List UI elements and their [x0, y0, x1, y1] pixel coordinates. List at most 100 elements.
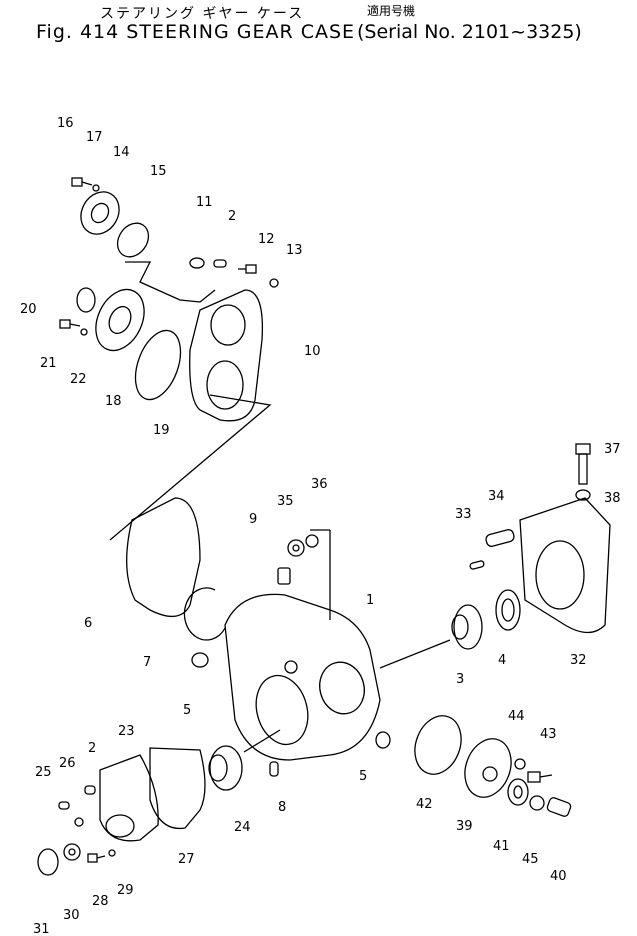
part-callout-35: 35: [277, 494, 294, 509]
gasket-15: [116, 222, 150, 258]
nut-38: [575, 489, 591, 501]
cover-39: [464, 738, 512, 798]
part-callout-15: 15: [150, 164, 167, 179]
part-callout-32: 32: [570, 653, 587, 668]
bolt-21: [59, 319, 81, 329]
part-callout-31: 31: [33, 922, 50, 936]
part-callout-25: 25: [35, 765, 52, 780]
part-callout-37: 37: [604, 442, 621, 457]
washer-36: [305, 534, 319, 548]
part-callout-9: 9: [249, 512, 257, 527]
part-callout-1: 1: [366, 593, 374, 608]
part-callout-10: 10: [304, 344, 321, 359]
bolt-16: [71, 177, 93, 187]
figure-title-japanese: ステアリング ギヤー ケース: [100, 6, 305, 22]
part-callout-34: 34: [488, 489, 505, 504]
part-callout-41: 41: [493, 839, 510, 854]
gasket-6: [126, 497, 201, 617]
snap-ring-7: [183, 587, 226, 641]
part-callout-43: 43: [540, 727, 557, 742]
gear-case-1: [224, 529, 381, 761]
part-callout-36: 36: [311, 477, 328, 492]
pin-25: [58, 801, 70, 810]
nut-35: [287, 539, 305, 557]
washer-17: [92, 184, 100, 192]
bearing-41: [507, 778, 529, 806]
part-callout-44: 44: [508, 709, 525, 724]
pin-2-lower: [84, 785, 96, 795]
cover-plate-10: [189, 289, 264, 422]
housing-32: [519, 497, 611, 634]
part-callout-30: 30: [63, 908, 80, 923]
part-callout-13: 13: [286, 243, 303, 258]
washer-29: [108, 849, 116, 857]
part-callout-4: 4: [498, 653, 506, 668]
part-callout-29: 29: [117, 883, 134, 898]
part-callout-20: 20: [20, 302, 37, 317]
part-callout-28: 28: [92, 894, 109, 909]
part-callout-27: 27: [178, 852, 195, 867]
washer-26: [74, 817, 84, 827]
dowel-34: [485, 529, 515, 547]
bearing-4: [495, 589, 521, 631]
part-callout-3: 3: [456, 672, 464, 687]
plug-5-left: [191, 652, 209, 668]
part-callout-7: 7: [143, 655, 151, 670]
bolt-43: [527, 771, 553, 783]
part-callout-40: 40: [550, 869, 567, 884]
pump-cover-23: [99, 754, 159, 842]
part-callout-21: 21: [40, 356, 57, 371]
part-callout-38: 38: [604, 491, 621, 506]
gasket-19: [134, 329, 182, 401]
part-callout-17: 17: [86, 130, 103, 145]
figure-title: Fig. 414 STEERING GEAR CASE: [36, 21, 356, 43]
part-callout-2: 2: [228, 209, 236, 224]
plug-5-right: [375, 731, 391, 749]
serial-label-japanese: 適用号機: [367, 4, 416, 18]
part-callout-24: 24: [234, 820, 251, 835]
plug-11: [189, 257, 205, 269]
part-callout-26: 26: [59, 756, 76, 771]
cover-plate-leader: [109, 394, 272, 541]
plate-27: [149, 747, 206, 830]
cover-18: [95, 288, 145, 352]
bearing-cap-14: [80, 191, 120, 235]
part-callout-22: 22: [70, 372, 87, 387]
cap-31: [37, 848, 59, 876]
bearing-3: [451, 604, 483, 650]
bolt-12: [238, 264, 257, 274]
bolt-28: [87, 853, 106, 863]
part-callout-5: 5: [359, 769, 367, 784]
pin-8: [269, 761, 279, 777]
seal-20: [76, 287, 96, 313]
gear-30: [63, 843, 81, 861]
part-callout-12: 12: [258, 232, 275, 247]
pin-33: [469, 560, 485, 570]
axis-line-right: [379, 639, 451, 669]
figure-header: ステアリング ギヤー ケース Fig. 414 STEERING GEAR CA…: [0, 0, 637, 60]
part-callout-8: 8: [278, 800, 286, 815]
washer-22: [80, 328, 88, 336]
part-callout-19: 19: [153, 423, 170, 438]
part-callout-23: 23: [118, 724, 135, 739]
serial-range: (Serial No. 2101~3325): [357, 21, 582, 43]
part-callout-18: 18: [105, 394, 122, 409]
callout-labels: 1617141511212132021221819106793536134333…: [20, 116, 621, 936]
part-callout-14: 14: [113, 145, 130, 160]
plug-40: [546, 797, 572, 817]
bolt-37: [575, 443, 591, 485]
pin-2-upper: [213, 259, 227, 268]
gasket-42: [414, 715, 462, 775]
part-callout-42: 42: [416, 797, 433, 812]
washer-44: [514, 758, 526, 770]
part-callout-6: 6: [84, 616, 92, 631]
part-callout-2: 2: [88, 741, 96, 756]
gasket-15-leader: [125, 261, 216, 303]
bearing-24: [208, 745, 243, 791]
o-ring-45: [529, 795, 545, 811]
part-callout-39: 39: [456, 819, 473, 834]
part-callout-11: 11: [196, 195, 213, 210]
part-callout-33: 33: [455, 507, 472, 522]
axis-line-left: [243, 729, 281, 753]
